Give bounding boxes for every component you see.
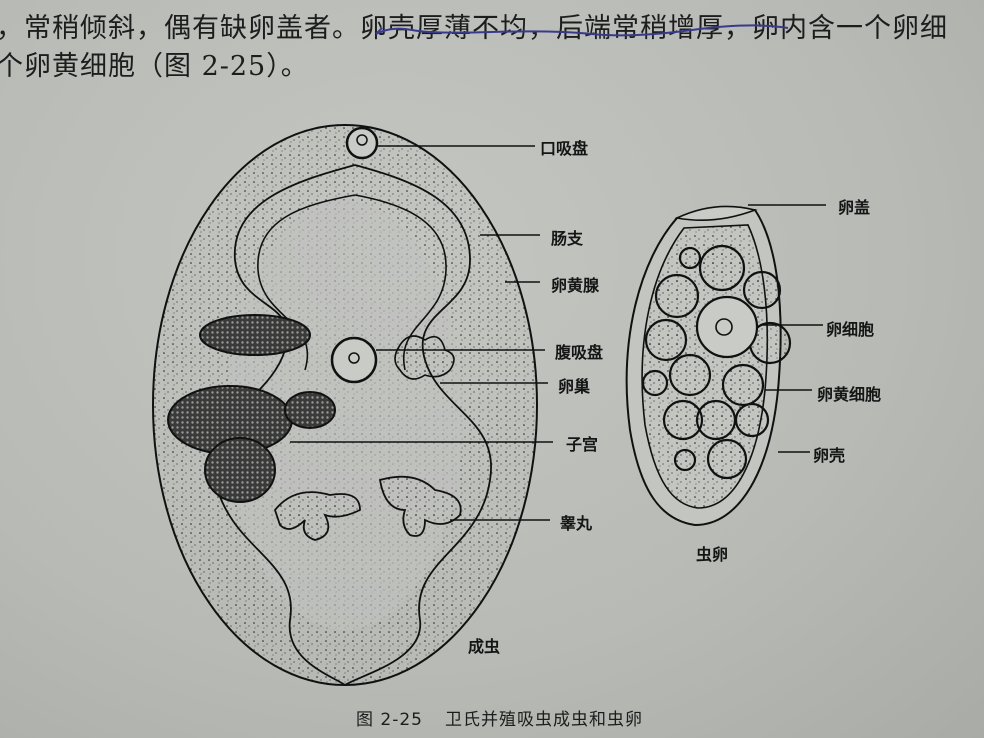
- caption-text: 卫氏并殖吸虫成虫和虫卵: [445, 710, 643, 730]
- label-ovary: 卵巢: [558, 377, 591, 396]
- egg-drawing: [625, 204, 826, 527]
- figure-caption: 图 2-25 卫氏并殖吸虫成虫和虫卵: [356, 705, 643, 730]
- label-egg-shell: 卵壳: [813, 446, 846, 465]
- label-intestinal-branch: 肠支: [551, 229, 584, 248]
- adult-worm-drawing: [152, 124, 553, 686]
- label-testis: 睾丸: [560, 514, 593, 533]
- label-egg-cell: 卵细胞: [826, 320, 875, 339]
- caption-number: 图 2-25: [356, 710, 423, 730]
- pen-underline-mark: [375, 24, 789, 37]
- label-uterus: 子宫: [566, 435, 599, 454]
- label-adult-title: 成虫: [468, 637, 501, 656]
- label-vitelline-gland: 卵黄腺: [551, 276, 600, 295]
- label-operculum: 卵盖: [838, 198, 871, 217]
- label-vitelline-cell: 卵黄细胞: [817, 385, 882, 404]
- body-text-line-1: ，常稍倾斜，偶有缺卵盖者。卵壳厚薄不均，后端常稍增厚，卵内含一个卵细: [0, 13, 948, 44]
- label-oral-sucker: 口吸盘: [540, 139, 589, 158]
- label-egg-title: 虫卵: [696, 545, 729, 564]
- body-text-line-2: 个卵黄细胞（图 2-25）。: [0, 51, 309, 82]
- label-ventral-sucker: 腹吸盘: [555, 343, 604, 362]
